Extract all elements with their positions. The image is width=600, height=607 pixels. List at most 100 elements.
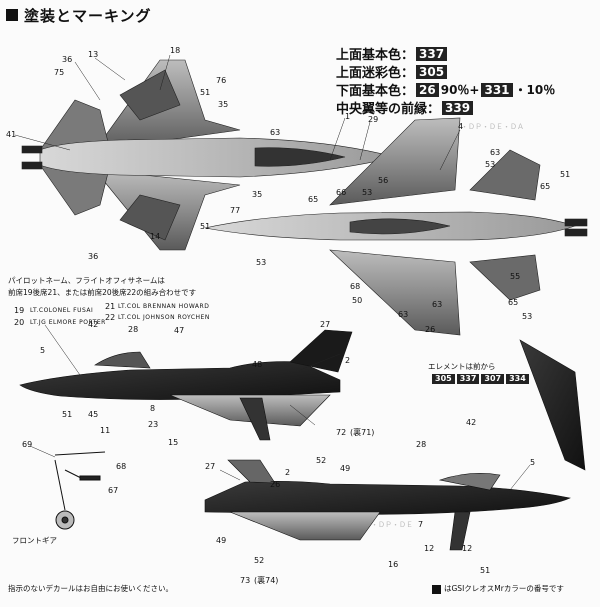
pilot-name-decal: LT.COL BRENNAN HOWARD xyxy=(118,303,210,310)
callout-number: 7 xyxy=(418,520,424,529)
callout-number: 48 xyxy=(252,360,263,369)
callout-number: 29 xyxy=(368,115,379,124)
color-code-badge: 307 xyxy=(481,374,505,384)
callout-number: 35 xyxy=(252,190,263,199)
pilot-name-decal: LT.COLONEL FUSAI xyxy=(30,307,94,314)
callout-number: 12 xyxy=(462,544,473,553)
callout-number: 35 xyxy=(218,100,229,109)
callout-number: 63 xyxy=(398,310,409,319)
callout-number: 51 xyxy=(62,410,73,419)
legend-label: 上面迷彩色： xyxy=(336,66,415,81)
square-bullet-icon xyxy=(6,9,18,21)
callout-number: 28 xyxy=(416,440,427,449)
callout-number: 69 xyxy=(22,440,33,449)
callout-number: 73 xyxy=(240,576,251,585)
callout-number: 18 xyxy=(170,46,181,55)
callout-note: (裏74) xyxy=(254,576,279,585)
color-code-badge: 26 xyxy=(416,82,439,97)
callout-number: 14 xyxy=(150,232,161,241)
footer-text: はGSIクレオスMrカラーの番号です xyxy=(444,584,564,593)
callout-number: 53 xyxy=(256,258,267,267)
callout-number: 21 xyxy=(105,302,116,311)
callout-number: 23 xyxy=(148,420,159,429)
front-gear-drawing xyxy=(54,451,106,530)
callout-number: 27 xyxy=(320,320,331,329)
callout-number: 11 xyxy=(100,426,111,435)
pilot-name-decal: LT.JG ELMORE PORTER xyxy=(30,319,106,326)
callout-number: 51 xyxy=(200,88,211,97)
callout-number: 22 xyxy=(105,313,116,322)
callout-number: 2 xyxy=(345,356,351,365)
callout-number: 53 xyxy=(522,312,533,321)
legend-leading-edge: 中央翼等の前縁： 339 xyxy=(336,98,474,117)
underside-view xyxy=(204,117,588,336)
footer-note-left: 指示のないデカールはお自由にお使いください。 xyxy=(8,584,173,593)
callout-number: 76 xyxy=(216,76,227,85)
legend-label: 下面基本色： xyxy=(336,84,415,99)
callout-number: 65 xyxy=(508,298,519,307)
callout-number: 19 xyxy=(14,306,25,315)
legend-upper-camo: 上面迷彩色： 305 xyxy=(336,62,448,81)
callout-number: 49 xyxy=(340,464,351,473)
element-code-row: 305 337 307 334 xyxy=(432,374,529,384)
callout-number: 5 xyxy=(40,346,46,355)
callout-number: 42 xyxy=(88,320,99,329)
callout-number: 68 xyxy=(350,282,361,291)
color-code-badge: 305 xyxy=(416,64,448,79)
callout-number: 45 xyxy=(88,410,99,419)
callout-number: 55 xyxy=(510,272,521,281)
color-code-badge: 334 xyxy=(506,374,529,384)
callout-number: 36 xyxy=(62,55,73,64)
callout-number: 26 xyxy=(270,480,281,489)
callout-number: 56 xyxy=(378,176,389,185)
callout-number: 26 xyxy=(425,325,436,334)
callout-number: 77 xyxy=(230,206,241,215)
callout-number: 12 xyxy=(424,544,435,553)
callout-number: 65 xyxy=(308,195,319,204)
callout-number: 8 xyxy=(150,404,156,413)
callout-number: 63 xyxy=(490,148,501,157)
callout-number: 67 xyxy=(108,486,119,495)
callout-number: 27 xyxy=(205,462,216,471)
callout-number: 52 xyxy=(316,456,327,465)
callout-number: 20 xyxy=(14,318,25,327)
front-gear-label: フロントギア xyxy=(12,536,57,545)
legend-upper-base: 上面基本色： 337 xyxy=(336,44,448,63)
callout-number: 2 xyxy=(285,468,291,477)
legend-lower-base: 下面基本色： 26 90％+ 331 ・10％ xyxy=(336,80,555,99)
callout-number: 42 xyxy=(466,418,477,427)
mix-percent: ・10％ xyxy=(514,83,556,97)
section-title: 塗装とマーキング xyxy=(24,6,152,25)
callout-number: 72 xyxy=(336,428,347,437)
callout-number: 63 xyxy=(432,300,443,309)
callout-number: 15 xyxy=(168,438,179,447)
square-swatch-icon xyxy=(432,584,441,594)
callout-number: 68 xyxy=(116,462,127,471)
left-side-profile xyxy=(19,329,353,441)
section-header: 塗装とマーキング xyxy=(6,4,152,26)
callout-number: 51 xyxy=(480,566,491,575)
pilot-name-note-line1: パイロットネーム、フライトオフィサネームは xyxy=(8,276,165,285)
pilot-name-decal: LT.COL JOHNSON ROYCHEN xyxy=(118,314,210,321)
color-code-badge: 331 xyxy=(481,82,513,97)
footer-note-right: はGSIクレオスMrカラーの番号です xyxy=(432,584,564,594)
callout-number: 47 xyxy=(174,326,185,335)
callout-number: 66 xyxy=(336,188,347,197)
top-view-plan xyxy=(21,59,396,251)
legend-label: 上面基本色： xyxy=(336,48,415,63)
legend-label: 中央翼等の前縁： xyxy=(336,102,441,117)
pilot-name-note-line2: 前席19後席21、または前席20後席22の組み合わせです xyxy=(8,288,197,297)
callout-note: (裏71) xyxy=(350,428,375,437)
callout-number: 52 xyxy=(254,556,265,565)
callout-number: 51 xyxy=(560,170,571,179)
callout-number: 50 xyxy=(352,296,363,305)
callout-number: 4 xyxy=(458,122,464,131)
right-side-profile xyxy=(204,459,571,551)
callout-number: 13 xyxy=(88,50,99,59)
callout-number: 36 xyxy=(88,252,99,261)
callout-number: 16 xyxy=(388,560,399,569)
callout-number: 63 xyxy=(270,128,281,137)
color-code-badge: 337 xyxy=(416,46,448,61)
